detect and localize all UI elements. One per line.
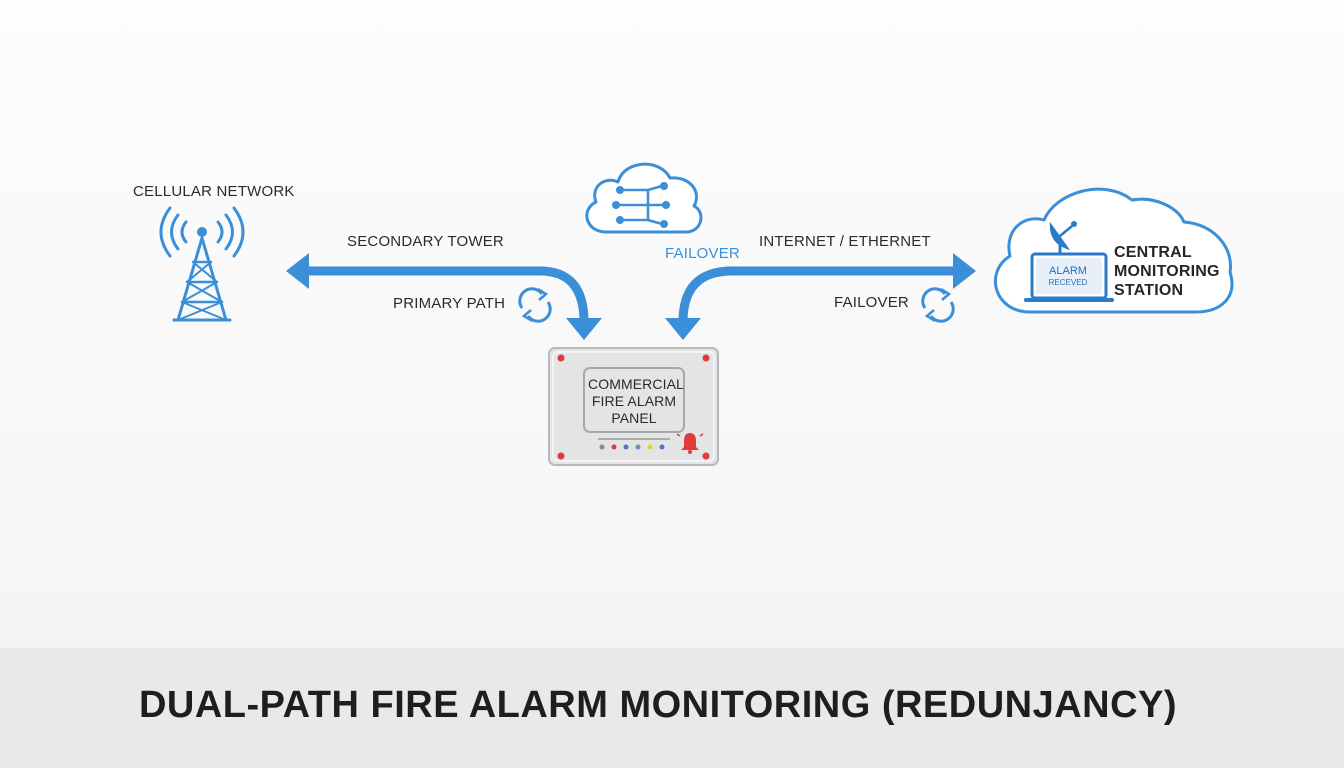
panel-label-line-2: FIRE ALARM <box>591 393 677 409</box>
secondary-tower-label: SECONDARY TOWER <box>347 233 504 250</box>
station-label-line-1: CENTRAL <box>1114 244 1192 261</box>
panel-label: COMMERCIAL FIRE ALARM PANEL <box>588 376 684 427</box>
cell-tower-icon <box>159 206 245 322</box>
left-path-arrow <box>286 253 602 340</box>
panel-label-line-1: COMMERCIAL <box>588 376 684 392</box>
station-label: CENTRAL MONITORING STATION <box>1114 243 1220 300</box>
failover-right-label: FAILOVER <box>834 294 909 311</box>
diagram-title: DUAL-PATH FIRE ALARM MONITORING (REDUNJA… <box>138 684 1178 726</box>
alarm-bell-icon <box>676 433 704 454</box>
internet-ethernet-label: INTERNET / ETHERNET <box>759 233 931 250</box>
station-label-line-2: MONITORING <box>1114 263 1220 280</box>
primary-path-label: PRIMARY PATH <box>393 295 506 312</box>
screen-line-1: ALARM <box>1049 265 1087 277</box>
alarm-received-screen: ALARM RECEVED <box>1034 265 1102 289</box>
diagram-graphics <box>159 162 1234 466</box>
right-path-arrow <box>665 253 976 340</box>
cloud-network-icon <box>585 162 703 234</box>
fire-alarm-panel <box>548 347 719 466</box>
refresh-icon-right <box>921 287 955 323</box>
monitoring-station-cloud <box>993 187 1234 314</box>
satellite-dish-icon <box>1049 221 1077 254</box>
refresh-icon-left <box>518 287 552 323</box>
title-bar <box>0 648 1344 768</box>
cellular-network-label: CELLULAR NETWORK <box>133 183 295 200</box>
station-label-line-3: STATION <box>1114 282 1184 299</box>
screen-line-2: RECEVED <box>1048 278 1088 287</box>
failover-center-label: FAILOVER <box>665 245 740 262</box>
panel-label-line-3: PANEL <box>611 410 657 426</box>
